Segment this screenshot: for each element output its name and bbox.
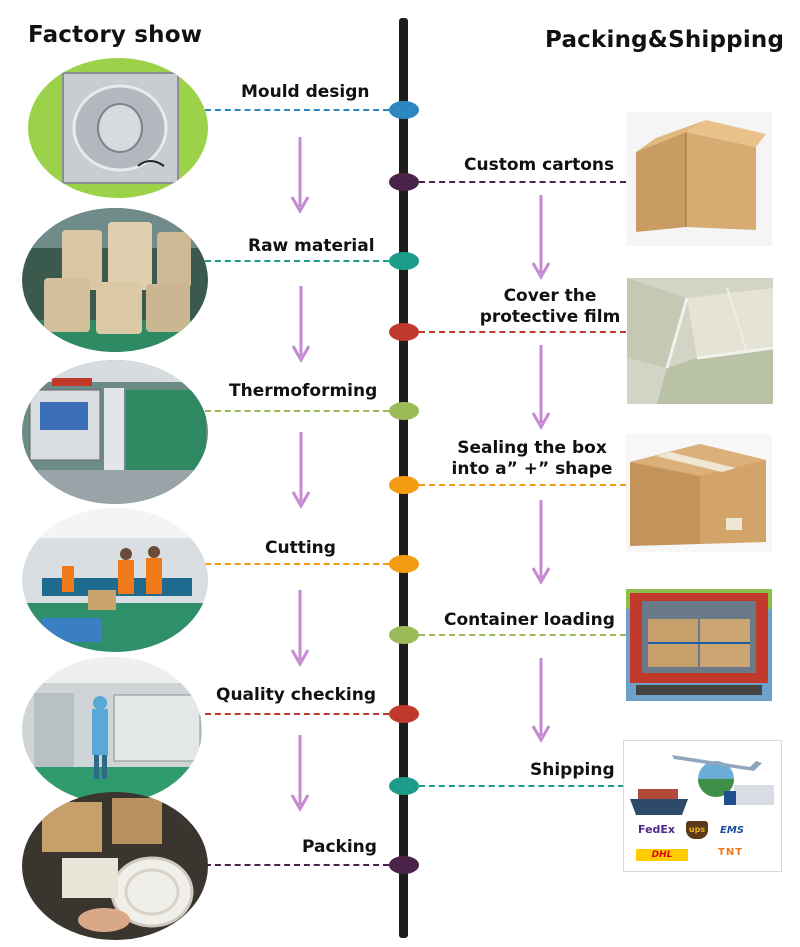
cutting-photo xyxy=(22,508,208,652)
step-container-loading: Container loading xyxy=(444,610,615,630)
arrow-down-9 xyxy=(531,658,551,744)
ems-logo: EMS xyxy=(720,825,744,836)
arrow-down-6 xyxy=(531,195,551,281)
mould-design-photo xyxy=(28,58,208,198)
dot-cutting xyxy=(389,555,419,573)
arrow-down-2 xyxy=(291,286,311,364)
ups-logo: ups xyxy=(686,821,708,839)
arrow-down-5 xyxy=(290,735,310,813)
container-loading-photo xyxy=(626,589,772,701)
connector-shipping xyxy=(419,785,624,787)
dhl-logo: DHL xyxy=(636,849,688,861)
custom-cartons-photo xyxy=(626,112,772,246)
quality-checking-photo xyxy=(22,657,202,803)
dot-quality-checking xyxy=(389,705,419,723)
dot-shipping xyxy=(389,777,419,795)
dhl-logo-text: DHL xyxy=(651,850,673,860)
fedex-logo: FedEx xyxy=(638,823,676,836)
arrow-down-1 xyxy=(290,137,310,215)
connector-custom-cartons xyxy=(419,181,626,183)
step-raw-material: Raw material xyxy=(248,236,375,256)
tnt-logo: TNT xyxy=(718,847,744,858)
arrow-down-3 xyxy=(291,432,311,510)
step-protective-film: Cover the protective film xyxy=(470,286,630,328)
arrow-down-4 xyxy=(290,590,310,668)
sealing-box-photo xyxy=(626,434,772,552)
protective-film-photo xyxy=(627,278,773,404)
step-quality-checking: Quality checking xyxy=(216,685,376,705)
connector-packing xyxy=(205,864,389,866)
protective-film-line-1: Cover the xyxy=(503,286,597,306)
dot-container-loading xyxy=(389,626,419,644)
step-mould-design: Mould design xyxy=(241,82,370,102)
connector-container-loading xyxy=(419,634,626,636)
ups-logo-text: ups xyxy=(688,825,706,834)
step-packing: Packing xyxy=(302,837,377,857)
sealing-box-line-2: into a” +” shape xyxy=(451,459,613,479)
step-shipping: Shipping xyxy=(530,760,615,780)
dot-packing xyxy=(389,856,419,874)
connector-cutting xyxy=(205,563,389,565)
packing-photo xyxy=(22,792,208,940)
dot-mould-design xyxy=(389,101,419,119)
protective-film-line-2: protective film xyxy=(479,307,621,327)
arrow-down-7 xyxy=(531,345,551,431)
thermoforming-photo xyxy=(22,360,208,504)
connector-thermoforming xyxy=(205,410,389,412)
connector-mould-design xyxy=(205,109,389,111)
connector-sealing-box xyxy=(419,484,626,486)
arrow-down-8 xyxy=(531,500,551,586)
factory-show-heading: Factory show xyxy=(28,22,203,48)
dot-sealing-box xyxy=(389,476,419,494)
connector-quality-checking xyxy=(205,713,389,715)
step-cutting: Cutting xyxy=(265,538,336,558)
step-thermoforming: Thermoforming xyxy=(229,381,378,401)
connector-raw-material xyxy=(205,260,389,262)
sealing-box-line-1: Sealing the box xyxy=(457,438,607,458)
shipping-photo: FedEx ups EMS DHL TNT xyxy=(623,740,782,872)
packing-shipping-heading: Packing&Shipping xyxy=(545,27,785,53)
dot-raw-material xyxy=(389,252,419,270)
step-custom-cartons: Custom cartons xyxy=(464,155,615,175)
step-sealing-box: Sealing the box into a” +” shape xyxy=(434,438,630,480)
dot-custom-cartons xyxy=(389,173,419,191)
dot-thermoforming xyxy=(389,402,419,420)
connector-protective-film xyxy=(419,331,626,333)
raw-material-photo xyxy=(22,208,208,352)
dot-protective-film xyxy=(389,323,419,341)
